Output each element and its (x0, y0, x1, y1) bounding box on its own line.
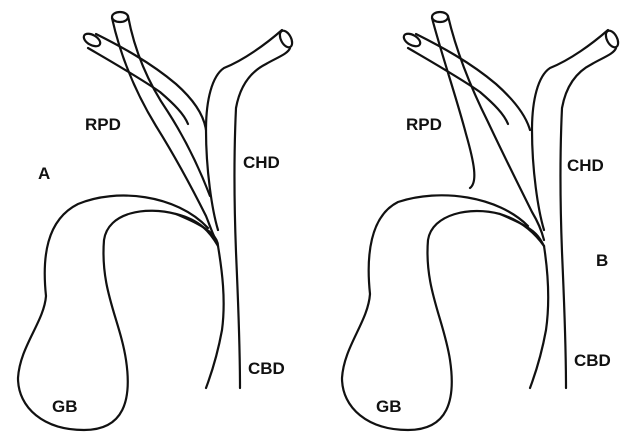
panel-b-rpd-label: RPD (406, 116, 442, 133)
panel-b-right-posterior-stump (432, 12, 448, 22)
panel-a-right-posterior-stump (112, 12, 128, 22)
panel-a-duct-right-wall (235, 48, 291, 388)
panel-b-chd-label: CHD (567, 157, 604, 174)
panel-a-duct-left-wall (206, 246, 224, 388)
panel-a-cbd-label: CBD (248, 360, 285, 377)
panel-a-rpd-label: RPD (85, 116, 121, 133)
panel-a-gallbladder-outline (18, 196, 218, 430)
panel-b-gallbladder-outline (342, 195, 544, 430)
panel-a-right-posterior-duct (112, 16, 214, 236)
panel-b-duct-right-wall (561, 48, 617, 388)
panel-b-cbd-label: CBD (574, 352, 611, 369)
panel-b-right-hepatic-stump (402, 31, 423, 49)
panel-b-right-posterior-duct (432, 16, 544, 240)
panel-a-gb-label: GB (52, 398, 78, 415)
panel-b-left-hepatic-stump (603, 29, 620, 50)
panel-b-duct-left-wall (530, 246, 548, 388)
panel-b-letter: B (596, 252, 608, 269)
panel-a-left-hepatic-duct (206, 30, 282, 230)
panel-b-cystic-junction (500, 214, 544, 246)
panel-b-left-hepatic-duct (532, 30, 608, 230)
panel-a-letter: A (38, 165, 50, 182)
panel-a-right-hepatic-stump (82, 31, 103, 49)
panel-a-left-hepatic-stump (277, 29, 294, 50)
panel-a-chd-label: CHD (243, 154, 280, 171)
panel-b-gb-label: GB (376, 398, 402, 415)
